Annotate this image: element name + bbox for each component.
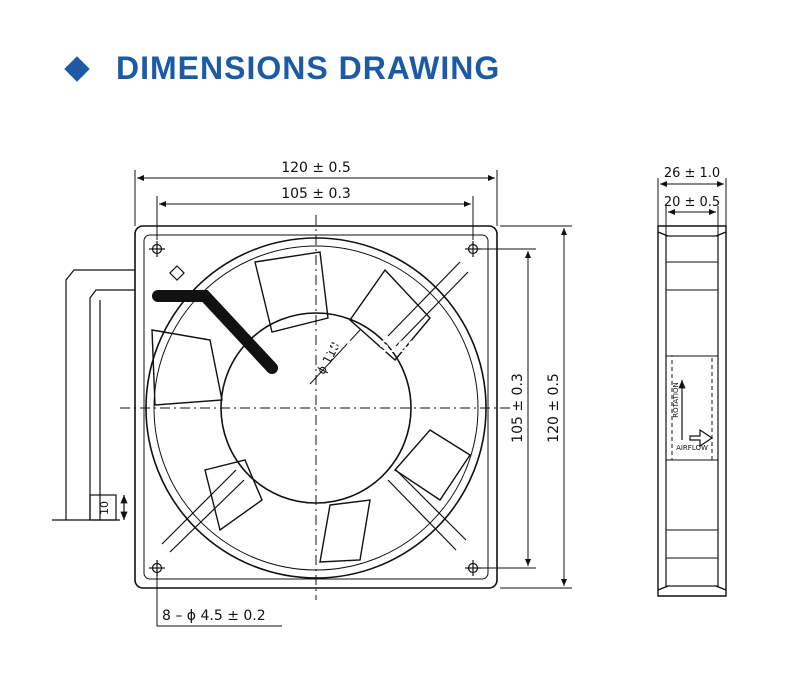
label-overall-height: 120 ± 0.5: [546, 373, 562, 443]
label-overall-width: 120 ± 0.5: [281, 160, 351, 176]
side-frame-outline: [657, 225, 727, 597]
lead-wires: [52, 269, 135, 521]
label-overall-depth: 26 ± 1.0: [664, 166, 720, 181]
fan-frame-outer: [134, 225, 498, 589]
label-hole-width: 105 ± 0.3: [281, 186, 351, 202]
side-view: [657, 178, 727, 597]
fan-blade: [393, 429, 471, 501]
frame-struts: [161, 261, 469, 553]
label-rotation: ROTATION: [672, 382, 680, 417]
watermark-text: Store No: 513161: [298, 337, 436, 356]
label-mounting-holes: 8 – ϕ 4.5 ± 0.2: [162, 608, 266, 624]
airflow-arrow-icon: [689, 428, 714, 448]
front-view: [52, 170, 572, 627]
fan-blade: [204, 459, 263, 532]
fan-blade: [319, 499, 371, 563]
lead-cable: [152, 290, 278, 374]
fan-blade: [254, 251, 329, 333]
hub-diameter-leader: [309, 329, 361, 385]
hole-callout-leader: [156, 575, 282, 627]
label-hole-height: 105 ± 0.3: [510, 373, 526, 443]
mounting-holes: [149, 241, 481, 576]
page-title: DIMENSIONS DRAWING: [116, 50, 501, 86]
label-airflow: AIRFLOW: [676, 444, 708, 452]
side-frame-body: [665, 235, 719, 587]
label-marker: [169, 265, 185, 281]
label-lead-length: 10: [98, 501, 111, 515]
fan-blades: [151, 251, 471, 563]
label-frame-depth: 20 ± 0.5: [664, 195, 720, 210]
fan-blade: [151, 329, 223, 406]
header: DIMENSIONS DRAWING: [60, 44, 580, 100]
fan-blade: [349, 268, 431, 362]
